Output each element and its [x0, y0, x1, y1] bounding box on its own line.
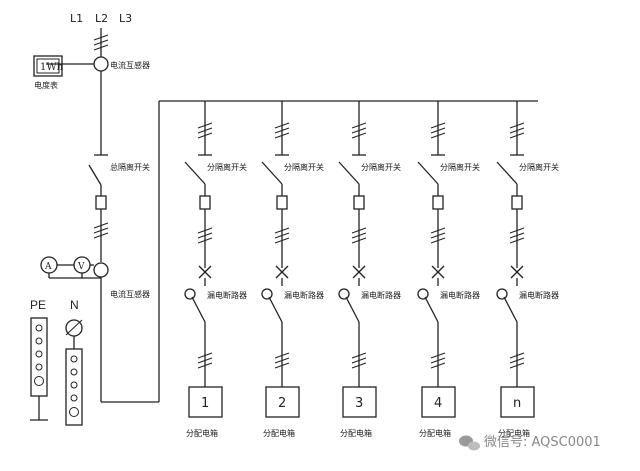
branch-2: [261, 101, 300, 418]
branch-1-switch-label: 分隔离开关: [207, 162, 247, 172]
main-incoming-line: [93, 28, 109, 156]
energy-meter-label: 电度表: [34, 80, 58, 90]
branch-2-box-label: 分配电箱: [263, 428, 295, 438]
main-switch-label: 总隔离开关: [110, 162, 150, 172]
n-bus-label: N: [70, 298, 79, 312]
phase-label-l2: L2: [95, 12, 108, 25]
branch-3-box-number: 3: [355, 396, 363, 411]
branch-n-switch-label: 分隔离开关: [519, 162, 559, 172]
three-wire-mark-top: [93, 34, 109, 51]
voltmeter-letter: V: [77, 262, 85, 272]
branch-1-box-number: 1: [201, 396, 209, 411]
branch-1-box-label: 分配电箱: [186, 428, 218, 438]
branch-3-box-label: 分配电箱: [340, 428, 372, 438]
wechat-icon: [459, 435, 480, 451]
branch-2-box-number: 2: [278, 396, 286, 411]
main-fuse: [95, 195, 107, 210]
watermark-text: 微信号: AQSC0001: [484, 435, 601, 450]
energy-meter: 1Wh: [33, 55, 94, 77]
branch-4: [417, 101, 456, 418]
branch-n-box-label: 分配电箱: [498, 428, 530, 438]
branch-n: [496, 101, 535, 418]
branch-4-switch-label: 分隔离开关: [440, 162, 480, 172]
n-bus-bar: [65, 319, 83, 426]
branch-4-box-label: 分配电箱: [419, 428, 451, 438]
phase-label-l1: L1: [70, 12, 83, 25]
branch-n-box-number: n: [513, 396, 521, 411]
current-transformer-bottom-symbol: [93, 262, 109, 278]
pe-bus-label: PE: [30, 298, 46, 312]
branch-n-breaker-label: 漏电断路器: [519, 290, 559, 300]
branch-4-breaker-label: 漏电断路器: [440, 290, 480, 300]
feeder-line: [100, 100, 538, 403]
branch-1-breaker-label: 漏电断路器: [207, 290, 247, 300]
phase-label-l3: L3: [119, 12, 132, 25]
ct-top-label: 电流互感器: [110, 60, 150, 70]
ct-bottom-label: 电流互感器: [110, 289, 150, 299]
main-isolator-switch: [88, 164, 109, 262]
three-wire-mark-main: [93, 222, 109, 239]
pe-bus-bar: [30, 317, 48, 421]
branch-2-switch-label: 分隔离开关: [284, 162, 324, 172]
ammeter-letter: A: [44, 262, 52, 272]
branch-3-switch-label: 分隔离开关: [361, 162, 401, 172]
energy-meter-text: 1Wh: [40, 62, 64, 73]
branch-3-breaker-label: 漏电断路器: [361, 290, 401, 300]
branch-1: [184, 101, 223, 418]
branch-4-box-number: 4: [434, 396, 442, 411]
branch-2-breaker-label: 漏电断路器: [284, 290, 324, 300]
current-transformer-top-symbol: [93, 56, 109, 72]
measurement-group: A V: [40, 256, 109, 279]
branch-3: [338, 101, 377, 418]
